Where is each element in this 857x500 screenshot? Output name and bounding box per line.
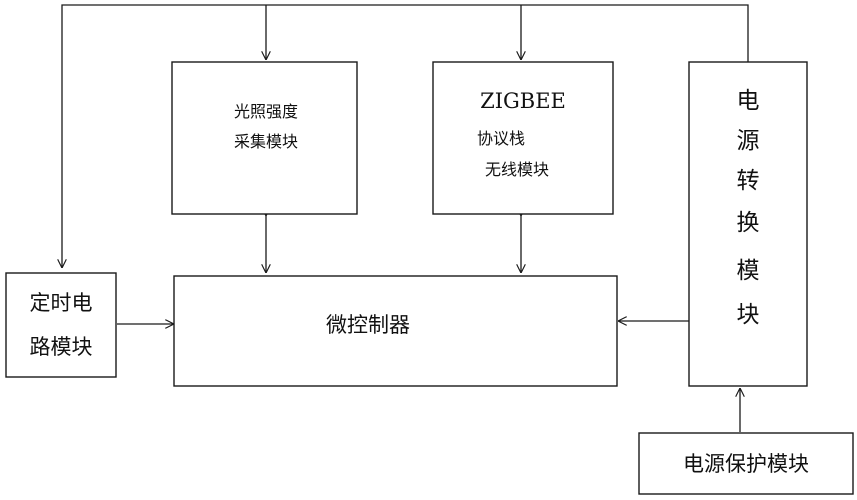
power-convert-label-char-4: 换 xyxy=(737,210,760,236)
power-convert-label-char-6: 块 xyxy=(737,302,760,328)
zigbee-module-label-line3: 无线模块 xyxy=(485,160,549,179)
light-module-label-line1: 光照强度 xyxy=(234,102,298,121)
power-convert-label-char-3: 转 xyxy=(737,168,760,194)
power-protect-module-box xyxy=(638,432,854,495)
zigbee-module-label-line2: 协议栈 xyxy=(477,129,525,148)
power-convert-label-char-1: 电 xyxy=(737,88,760,114)
microcontroller-box xyxy=(173,275,618,387)
top-bus-line xyxy=(62,4,748,268)
zigbee-module-label-line1: ZIGBEE xyxy=(480,89,566,113)
timer-module-label-line2: 路模块 xyxy=(30,335,93,359)
microcontroller-label: 微控制器 xyxy=(326,313,410,337)
power-protect-module-label: 电源保护模块 xyxy=(683,452,809,476)
power-convert-label-char-2: 源 xyxy=(737,128,760,154)
timer-module-box xyxy=(5,272,117,378)
light-sensor-module-box xyxy=(171,61,358,215)
light-module-label-line2: 采集模块 xyxy=(234,132,298,151)
power-convert-module-box xyxy=(688,61,808,387)
timer-module-label-line1: 定时电 xyxy=(30,291,93,315)
zigbee-module-box xyxy=(432,61,614,215)
power-convert-label-char-5: 模 xyxy=(737,258,760,284)
